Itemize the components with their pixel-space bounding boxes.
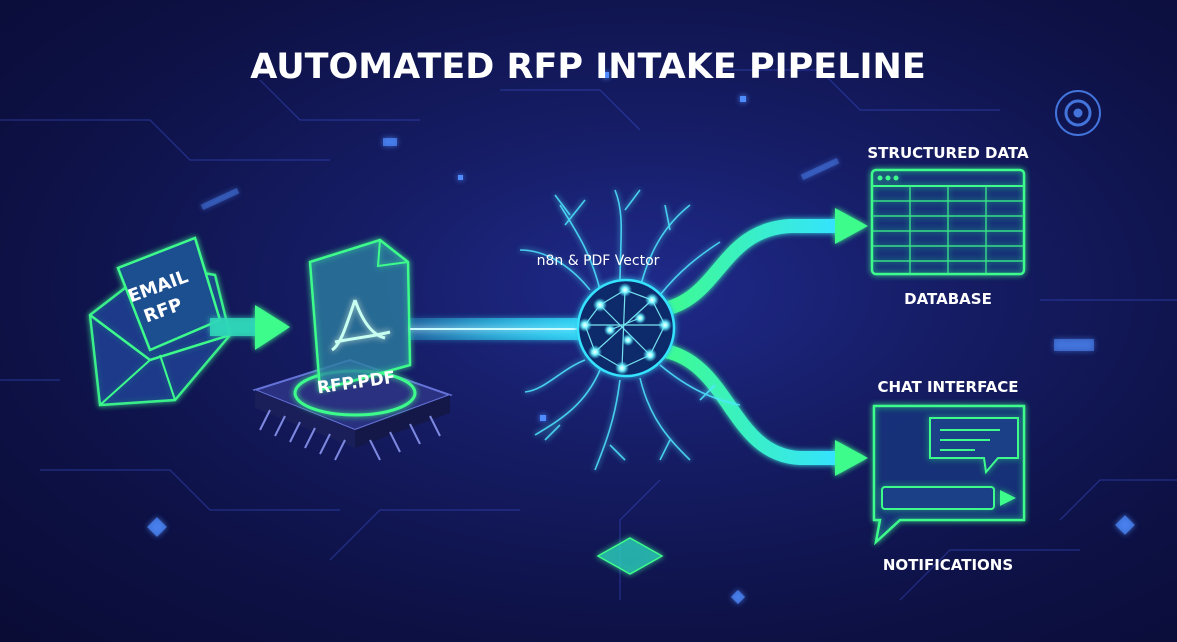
structured-data-title: STRUCTURED DATA bbox=[867, 144, 1029, 162]
pdf-document-icon bbox=[308, 238, 412, 392]
chat-window-icon bbox=[872, 404, 1026, 546]
flow-pipe-to-processor bbox=[410, 318, 590, 340]
arrow-email-to-pdf bbox=[210, 305, 290, 350]
radar-icon bbox=[1055, 90, 1101, 136]
chip-platform bbox=[252, 358, 453, 461]
page-title: AUTOMATED RFP INTAKE PIPELINE bbox=[250, 47, 926, 87]
chat-interface-title: CHAT INTERFACE bbox=[877, 378, 1018, 396]
background-circuit bbox=[0, 69, 1177, 601]
flow-branch-chat bbox=[653, 343, 868, 476]
structured-data-caption: DATABASE bbox=[904, 290, 992, 308]
processor-label: n8n & PDF Vector bbox=[537, 253, 660, 269]
flow-branch-structured-data bbox=[653, 208, 868, 317]
processor-neural-network-icon bbox=[519, 189, 741, 471]
chat-interface-caption: NOTIFICATIONS bbox=[883, 556, 1013, 574]
bottom-chip-icon bbox=[596, 537, 664, 575]
database-table-icon bbox=[870, 168, 1026, 276]
